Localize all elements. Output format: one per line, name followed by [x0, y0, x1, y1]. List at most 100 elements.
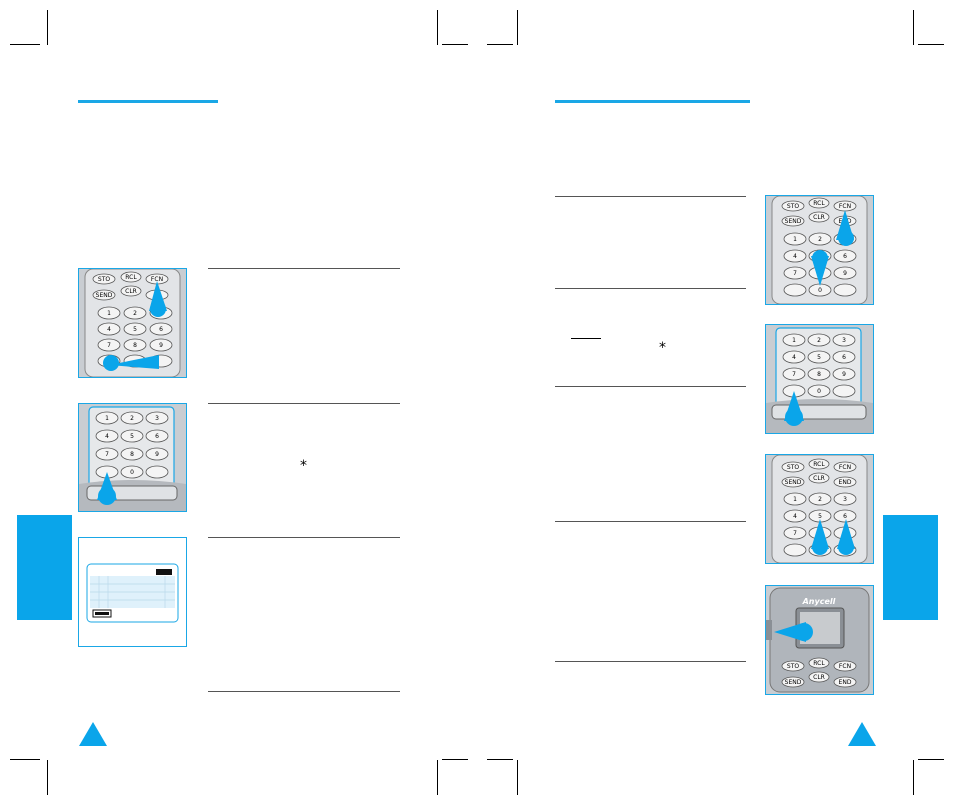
crop-mark	[918, 44, 944, 45]
keypad-illustration: STO RCL FCN SEND CLR END 1 2 4 6 7 9 0	[765, 195, 874, 305]
underline-mark	[571, 338, 601, 339]
svg-text:1: 1	[793, 496, 797, 503]
crop-mark	[918, 759, 944, 760]
crop-mark	[47, 760, 48, 795]
step-divider	[555, 386, 746, 387]
page-marker-triangle	[79, 722, 107, 746]
svg-text:3: 3	[842, 337, 846, 344]
svg-text:RCL: RCL	[813, 660, 825, 667]
step-divider	[208, 691, 400, 692]
svg-text:RCL: RCL	[813, 461, 825, 468]
svg-text:1: 1	[107, 310, 111, 317]
svg-text:2: 2	[130, 415, 134, 422]
chapter-side-tab	[883, 515, 938, 620]
svg-text:FCN: FCN	[151, 276, 163, 283]
section-header-rule	[78, 100, 218, 103]
keypad-illustration: 1 2 3 4 5 6 7 8 9 0	[78, 403, 187, 512]
section-header-rule	[555, 100, 750, 103]
svg-text:4: 4	[105, 433, 109, 440]
svg-text:9: 9	[843, 270, 847, 277]
crop-mark	[487, 759, 513, 760]
crop-mark	[517, 10, 518, 45]
svg-text:7: 7	[107, 342, 111, 349]
step-divider	[555, 521, 746, 522]
svg-text:1: 1	[105, 415, 109, 422]
svg-text:CLR: CLR	[125, 288, 137, 295]
keypad-illustration: STO RCL FCN SEND CLR 1 2 4 5 6 7 8 9	[78, 268, 187, 378]
svg-text:5: 5	[130, 433, 134, 440]
svg-text:7: 7	[793, 270, 797, 277]
svg-text:SEND: SEND	[785, 679, 802, 686]
crop-mark	[442, 44, 468, 45]
svg-text:1: 1	[792, 337, 796, 344]
svg-text:CLR: CLR	[813, 674, 825, 681]
crop-mark	[10, 44, 40, 45]
phone-display-illustration: Anycell STO RCL FCN SEND CLR END	[765, 585, 874, 695]
brand-logo: Anycell	[802, 597, 836, 606]
page-marker-triangle	[848, 722, 876, 746]
svg-text:STO: STO	[787, 663, 799, 670]
svg-text:0: 0	[817, 388, 821, 395]
svg-text:END: END	[839, 479, 852, 486]
svg-text:STO: STO	[787, 464, 799, 471]
svg-text:FCN: FCN	[839, 663, 851, 670]
chapter-side-tab	[17, 515, 72, 620]
svg-text:0: 0	[818, 287, 822, 294]
svg-text:3: 3	[843, 496, 847, 503]
svg-text:2: 2	[818, 496, 822, 503]
step-divider	[208, 403, 400, 404]
svg-text:6: 6	[159, 326, 163, 333]
svg-text:8: 8	[130, 451, 134, 458]
crop-mark	[437, 760, 438, 795]
svg-text:5: 5	[817, 354, 821, 361]
svg-text:RCL: RCL	[125, 274, 137, 281]
step-divider	[208, 537, 400, 538]
crop-mark	[913, 10, 914, 45]
svg-text:4: 4	[107, 326, 111, 333]
svg-text:6: 6	[842, 354, 846, 361]
asterisk-symbol: *	[300, 458, 307, 474]
crop-mark	[442, 759, 468, 760]
svg-text:SEND: SEND	[96, 292, 113, 299]
crop-mark	[487, 44, 513, 45]
svg-text:SEND: SEND	[785, 218, 802, 225]
svg-text:FCN: FCN	[839, 464, 851, 471]
svg-text:9: 9	[155, 451, 159, 458]
svg-text:8: 8	[133, 342, 137, 349]
keypad-illustration: STO RCL FCN SEND CLR END 1 2 3 4 5 6 7	[765, 454, 874, 564]
svg-text:FCN: FCN	[839, 203, 851, 210]
svg-text:8: 8	[817, 371, 821, 378]
svg-text:STO: STO	[787, 203, 799, 210]
step-divider	[555, 661, 746, 662]
crop-mark	[517, 760, 518, 795]
svg-text:CLR: CLR	[813, 475, 825, 482]
svg-text:RCL: RCL	[813, 200, 825, 207]
svg-text:SEND: SEND	[785, 479, 802, 486]
svg-text:4: 4	[793, 513, 797, 520]
crop-mark	[47, 10, 48, 45]
svg-text:6: 6	[155, 433, 159, 440]
svg-text:2: 2	[817, 337, 821, 344]
svg-text:7: 7	[105, 451, 109, 458]
display-illustration	[78, 537, 187, 647]
svg-text:4: 4	[792, 354, 796, 361]
svg-text:2: 2	[818, 236, 822, 243]
svg-text:4: 4	[793, 253, 797, 260]
svg-text:STO: STO	[98, 276, 110, 283]
svg-text:9: 9	[159, 342, 163, 349]
step-divider	[555, 288, 746, 289]
svg-text:END: END	[839, 679, 852, 686]
svg-text:3: 3	[155, 415, 159, 422]
svg-text:7: 7	[793, 530, 797, 537]
crop-mark	[10, 759, 40, 760]
asterisk-symbol: *	[659, 340, 666, 356]
svg-text:9: 9	[842, 371, 846, 378]
step-divider	[555, 196, 746, 197]
crop-mark	[913, 760, 914, 795]
keypad-illustration: 1 2 3 4 5 6 7 8 9 0	[765, 324, 874, 434]
svg-text:5: 5	[133, 326, 137, 333]
svg-text:2: 2	[133, 310, 137, 317]
svg-text:5: 5	[818, 513, 822, 520]
svg-text:0: 0	[130, 469, 134, 476]
svg-text:CLR: CLR	[813, 214, 825, 221]
